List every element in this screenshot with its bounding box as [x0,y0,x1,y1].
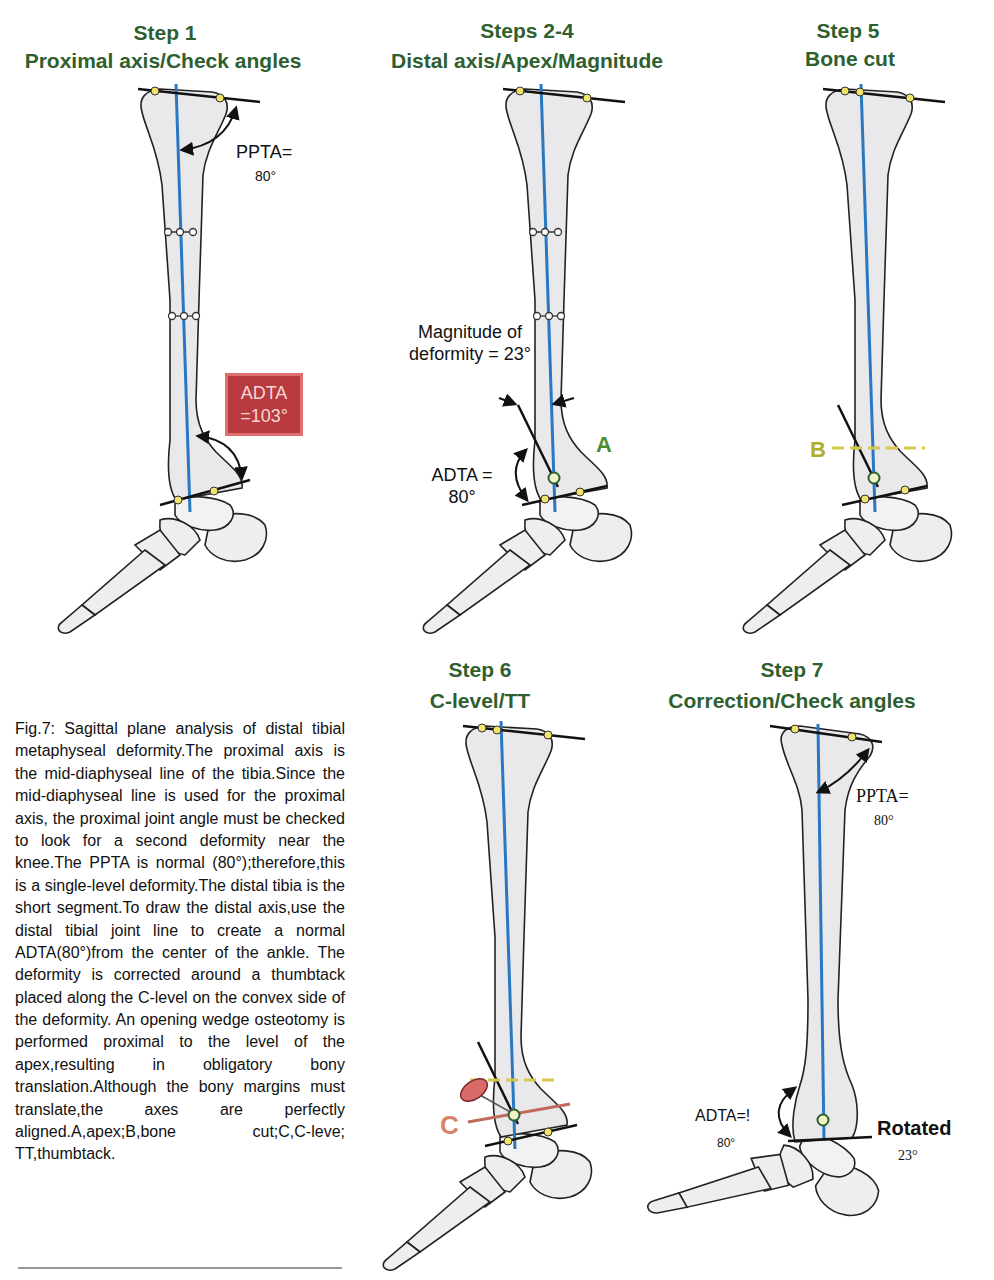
illustration-part [530,229,537,236]
panel-step: Steps 2-4 [480,18,573,43]
illustration-part [480,1095,512,1113]
illustration-part [216,94,224,102]
illustration-part [549,473,560,484]
illustration-part [198,436,242,478]
illustration-part [906,94,914,102]
illustration-part [546,313,553,320]
illustration-part [383,1134,591,1270]
tibia-bone [141,89,242,500]
angle-value: 80° [255,168,276,185]
illustration-part [190,229,197,236]
panel-heading: C-level/TT [430,688,530,713]
illustration-part [818,1115,829,1126]
illustration-part [770,726,882,742]
illustration-part [818,724,824,1140]
illustration-part [555,229,562,236]
illustration-part [493,726,501,734]
panel-heading: Correction/Check angles [668,688,915,713]
illustration-part [576,488,584,496]
illustration-part [842,486,927,505]
figure-caption: Fig.7: Sagittal plane analysis of distal… [15,718,345,1166]
illustration-part [499,398,515,404]
panel-heading: Proximal axis/Check angles [25,48,302,73]
illustration-part [501,721,515,1149]
illustration-part [478,724,486,732]
illustration-part [779,1088,795,1136]
illustration-part [516,450,527,500]
illustration-part [468,1104,570,1122]
illustration-part [457,1074,492,1106]
angle-value: 80° [874,813,894,830]
panel-step: Step 1 [133,20,196,45]
angle-label: PPTA= [236,142,292,164]
panel-step: Step 5 [816,18,879,43]
illustration-part [485,1125,577,1146]
angle-value: ADTA =103° [232,382,296,427]
angle-label: ADTA = 80° [422,465,502,508]
illustration-part [901,486,909,494]
illustration-part [788,1137,872,1141]
illustration-part [169,313,176,320]
magnitude-label: Magnitude of deformity = 23° [408,322,533,365]
illustration-part [506,89,607,500]
rotation-value: 23° [898,1148,918,1165]
illustration-part [541,495,549,503]
illustration-part [554,398,574,404]
illustration-part [544,1128,552,1136]
illustration-part [542,229,549,236]
illustration-part [177,229,184,236]
illustration-part [522,486,607,505]
illustration-part [826,89,927,500]
illustration-part [791,725,856,741]
illustration-part [529,229,565,320]
angle-label: ADTA=! [695,1106,750,1125]
cut-letter: B [810,437,826,463]
illustration-part [193,313,200,320]
illustration-part [182,108,236,150]
illustration-part [534,313,541,320]
c-level-letter: C [440,1110,459,1141]
panel-step: Step 7 [760,657,823,682]
illustration-part [151,87,159,95]
illustration-part [841,87,914,503]
rotation-label: Rotated [877,1116,951,1140]
panel-step: Step 6 [448,657,511,682]
illustration-part [558,313,565,320]
angle-label: PPTA= [856,786,909,808]
illustration-part [841,87,849,95]
illustration-part [466,726,567,1137]
angle-value: 80° [717,1136,735,1150]
foot-bones [58,497,266,633]
panel-heading: Bone cut [805,46,895,71]
apex-letter: A [596,432,612,458]
illustration-part [165,229,172,236]
illustration-part [791,725,799,733]
illustration-part [869,473,880,484]
angle-highlight-box: ADTA =103° [225,373,303,436]
illustration-part [861,495,869,503]
illustration-part [423,497,631,633]
illustration-part [181,313,188,320]
illustration-part [509,1110,520,1121]
illustration-part [743,497,951,633]
illustration-part [544,731,552,739]
illustration-part [164,229,200,320]
illustration-part [848,733,856,741]
illustration-part [583,94,591,102]
illustration-part [504,1137,512,1145]
illustration-part [818,750,868,792]
illustration-part [18,1268,342,1269]
illustration-part [478,724,552,1145]
illustration-part [516,87,591,503]
illustration-part [541,84,555,512]
illustration-part [516,87,524,95]
illustration-part [832,447,925,450]
illustration-part [210,487,218,495]
panel-heading: Distal axis/Apex/Magnitude [391,48,663,73]
illustration-part [160,480,250,505]
illustration-part [856,88,864,96]
illustration-part [174,496,182,504]
